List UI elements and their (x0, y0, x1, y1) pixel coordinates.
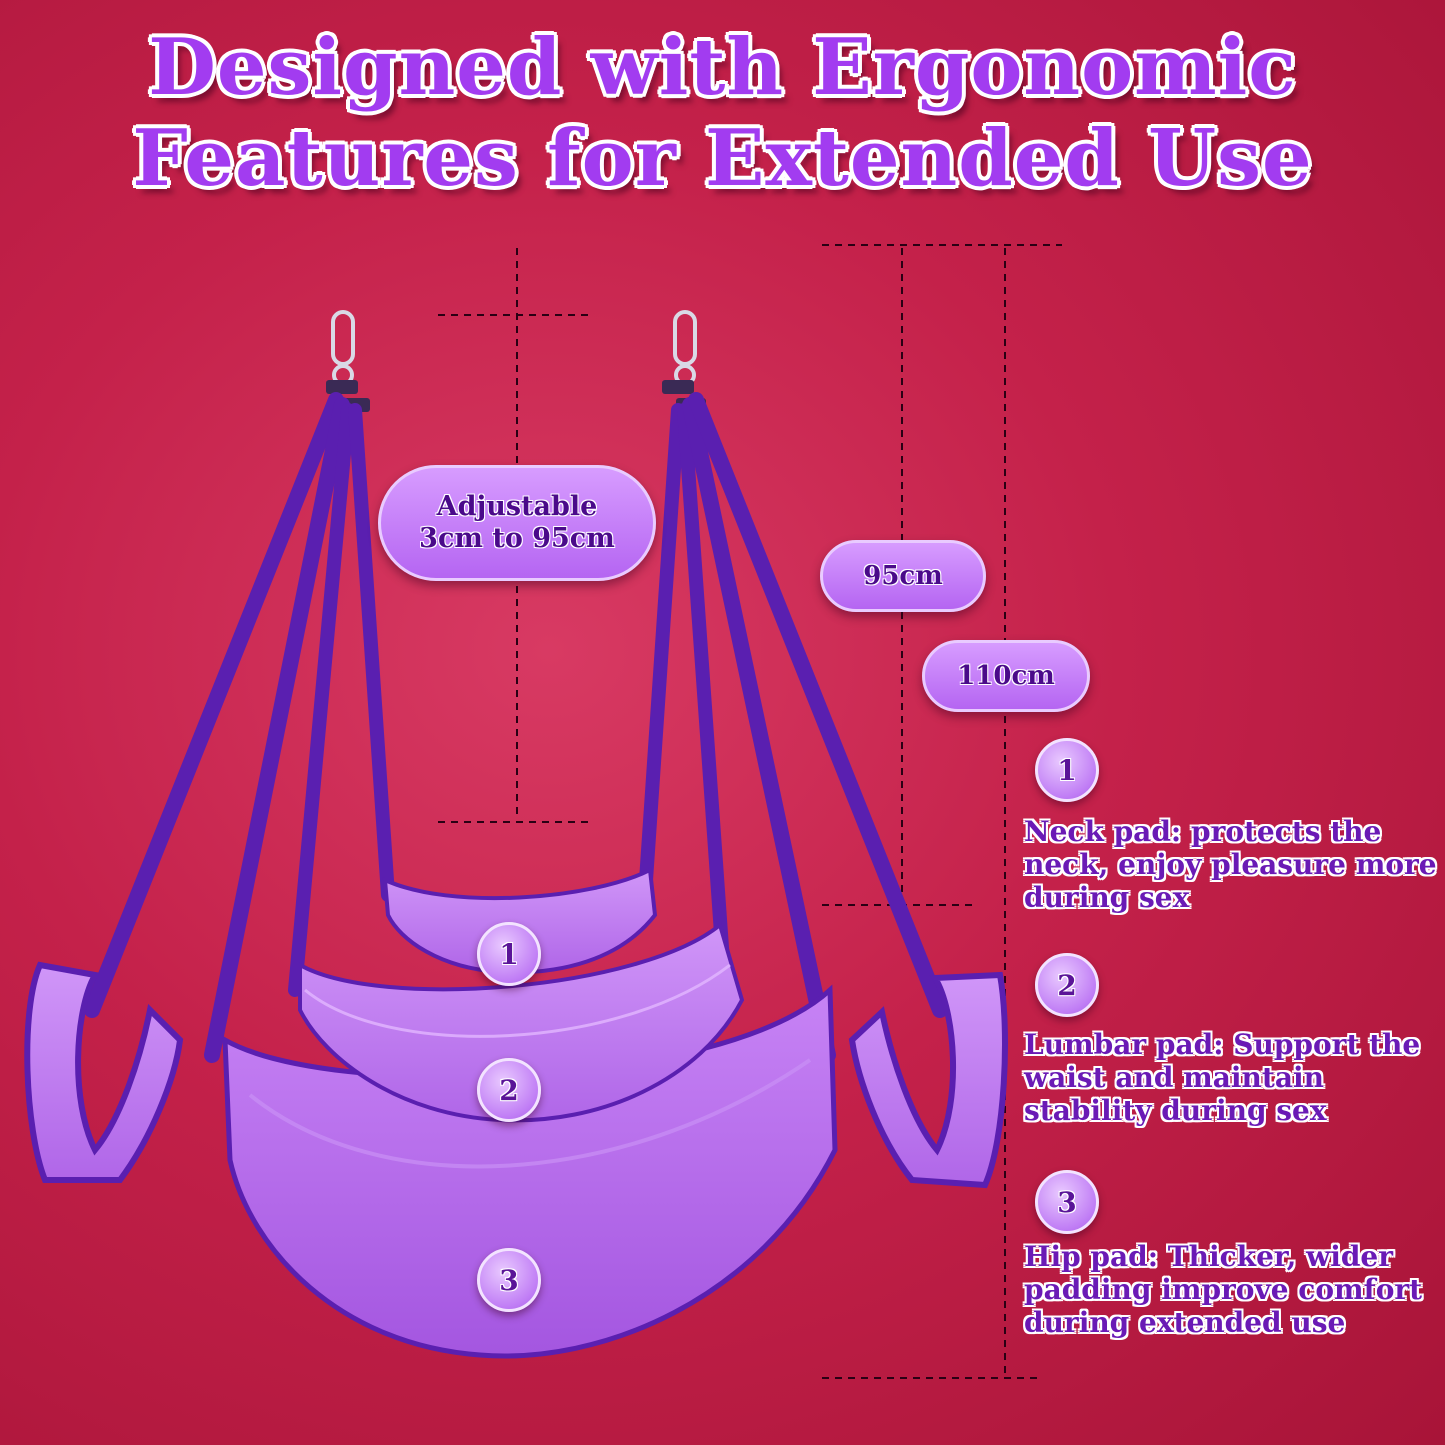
neck-pad (382, 866, 658, 975)
length-110-label: 110cm (922, 640, 1090, 712)
carabiner-right-icon (673, 310, 697, 386)
carabiner-left-icon (331, 310, 355, 386)
feature-3-description: Hip pad: Thicker, wider padding improve … (1024, 1240, 1423, 1339)
right-leg-cuff (848, 971, 1008, 1189)
adjustable-label-line-2: 3cm to 95cm (419, 523, 615, 554)
lumbar-pad (298, 921, 745, 1123)
feature-1-badge: 1 (1035, 738, 1099, 802)
headline-line-2: Features for Extended Use (132, 113, 1313, 204)
length-95-label: 95cm (820, 540, 986, 612)
pad-3-badge: 3 (477, 1248, 541, 1312)
adjustable-label-line-1: Adjustable (436, 491, 598, 522)
feature-2-badge: 2 (1035, 953, 1099, 1017)
adjustable-range-label: Adjustable 3cm to 95cm (378, 465, 656, 581)
pad-2-badge: 2 (477, 1058, 541, 1122)
feature-1-description: Neck pad: protects the neck, enjoy pleas… (1024, 815, 1437, 914)
left-leg-cuff (24, 961, 184, 1183)
buckle-left-icon (326, 380, 358, 394)
feature-2-description: Lumbar pad: Support the waist and mainta… (1024, 1028, 1421, 1127)
feature-3-badge: 3 (1035, 1170, 1099, 1234)
headline-line-1: Designed with Ergonomic (148, 22, 1297, 113)
straps (84, 392, 948, 1063)
buckle-right-icon (662, 380, 694, 394)
pad-1-badge: 1 (477, 922, 541, 986)
